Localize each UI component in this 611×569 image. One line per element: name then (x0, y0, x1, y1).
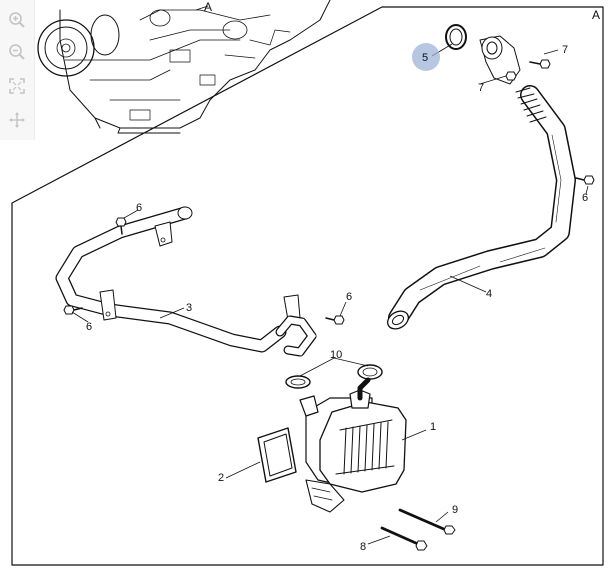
callout-6b[interactable]: 6 (136, 202, 142, 214)
callout-9[interactable]: 9 (452, 504, 458, 516)
callout-6c[interactable]: 6 (86, 321, 92, 333)
fit-to-screen-button[interactable] (5, 74, 29, 98)
callout-6d[interactable]: 6 (346, 291, 352, 303)
pan-button[interactable] (5, 108, 29, 132)
callout-2[interactable]: 2 (218, 472, 224, 484)
callout-8[interactable]: 8 (360, 541, 366, 553)
fit-to-screen-icon (9, 78, 25, 94)
detail-frame (11, 6, 604, 566)
detail-ref-label: A (204, 0, 212, 14)
part-1-pump (299, 377, 407, 513)
callouts: 5 7 7 6 6 6 6 3 4 10 1 2 9 8 (86, 43, 588, 553)
callout-7a[interactable]: 7 (562, 44, 568, 56)
zoom-out-button[interactable] (5, 40, 29, 64)
pan-icon (9, 112, 25, 128)
callout-5[interactable]: 5 (422, 52, 428, 64)
part-2-gasket (257, 427, 297, 483)
leader-lines (71, 43, 589, 545)
callout-1[interactable]: 1 (430, 421, 436, 433)
viewer-toolbar (0, 0, 35, 140)
zoom-in-icon (9, 12, 25, 28)
part-4-hose (387, 24, 595, 330)
callout-6a[interactable]: 6 (582, 192, 588, 204)
callout-3[interactable]: 3 (186, 302, 192, 314)
part-8-9-bolts (380, 508, 456, 551)
callout-5-highlight[interactable] (412, 43, 440, 71)
callout-4[interactable]: 4 (486, 288, 492, 300)
engine-overview: A (37, 0, 331, 134)
part-3-tube (55, 206, 345, 357)
callout-10[interactable]: 10 (330, 349, 342, 361)
detail-corner-label: A (592, 8, 600, 22)
zoom-in-button[interactable] (5, 8, 29, 32)
zoom-out-icon (9, 44, 25, 60)
callout-7b[interactable]: 7 (478, 82, 484, 94)
part-10-clamps (285, 364, 383, 389)
